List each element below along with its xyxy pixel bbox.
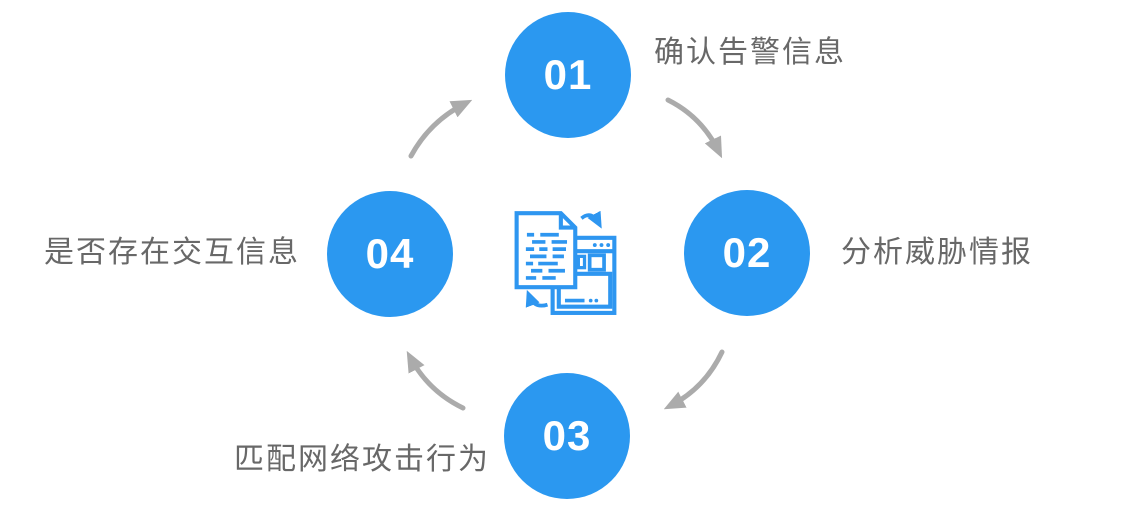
arrow-02-to-03 xyxy=(663,349,725,410)
step-04-label: 是否存在交互信息 xyxy=(44,236,300,269)
step-04-number: 04 xyxy=(365,230,415,277)
arrow-03-to-04 xyxy=(406,350,466,411)
step-01-label: 确认告警信息 xyxy=(654,36,846,69)
icon-arrow-left xyxy=(525,289,549,308)
browser-dots xyxy=(588,243,611,303)
arrow-01-to-02 xyxy=(665,97,723,159)
step-01-number: 01 xyxy=(543,51,593,98)
step-03-label: 匹配网络攻击行为 xyxy=(234,443,490,476)
arrow-04-to-01 xyxy=(408,99,473,159)
step-03-number: 03 xyxy=(542,412,592,459)
document-text-lines xyxy=(525,232,568,280)
step-04-circle: 04 xyxy=(327,191,453,317)
step-03-circle: 03 xyxy=(504,373,630,499)
document-sync-icon xyxy=(514,210,617,315)
step-02-circle: 02 xyxy=(684,190,810,316)
icon-arrow-right xyxy=(580,210,602,229)
step-02-number: 02 xyxy=(722,229,772,276)
document-shape xyxy=(514,211,578,290)
step-02-label: 分析威胁情报 xyxy=(841,236,1033,269)
step-01-circle: 01 xyxy=(505,12,631,138)
